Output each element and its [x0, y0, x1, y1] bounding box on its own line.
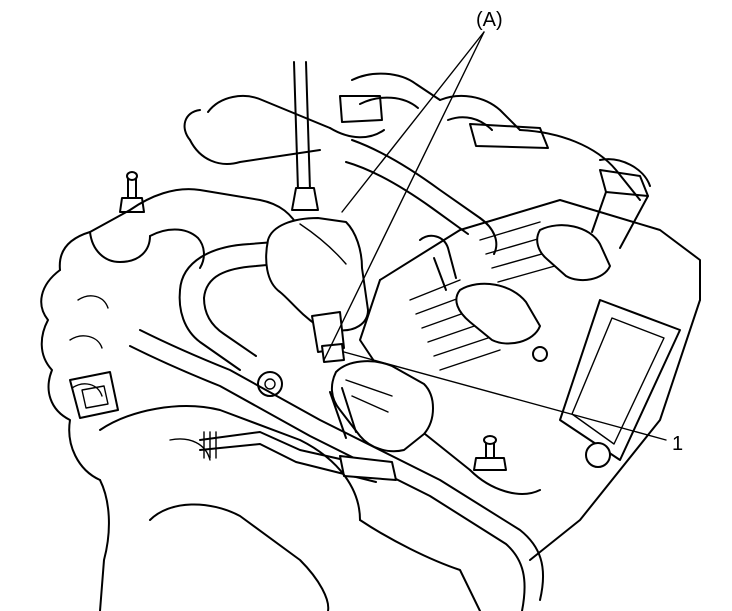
sensor-boot [265, 217, 369, 363]
callout-leaders [323, 31, 667, 441]
ignition-coil-rear [536, 169, 649, 282]
lower-runner [99, 405, 481, 611]
sensor-wire [291, 61, 319, 211]
sensor-post [119, 171, 145, 213]
wire-harness [129, 329, 544, 611]
stud [473, 435, 507, 471]
upper-pipes [183, 72, 651, 201]
callout-label-a: (A) [476, 9, 503, 31]
intake-manifold [40, 188, 301, 611]
diagonal-pipe [345, 139, 498, 255]
ignition-coil-mid [419, 234, 548, 362]
connector [329, 360, 434, 453]
callout-label-1: 1 [672, 433, 684, 455]
large-hose [178, 239, 301, 371]
